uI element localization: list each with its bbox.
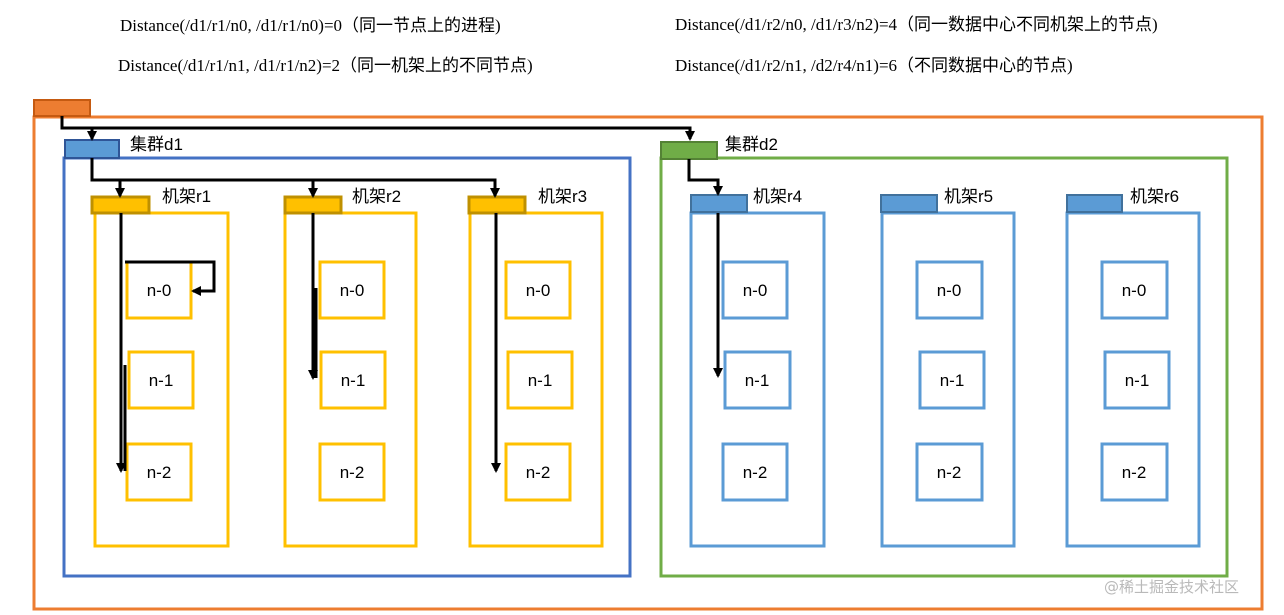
rack-r6-switch — [1066, 194, 1123, 213]
node-label: n-0 — [526, 281, 551, 300]
node-label: n-2 — [147, 463, 172, 482]
node-label: n-1 — [149, 371, 174, 390]
node-label: n-0 — [743, 281, 768, 300]
r1-loop-n0 — [125, 260, 216, 296]
node-label: n-2 — [937, 463, 962, 482]
formula-same-datacenter: Distance(/d1/r2/n0, /d1/r3/n2)=4（同一数据中心不… — [675, 15, 1158, 34]
rack-r4-switch — [690, 194, 748, 213]
rack-r2-switch — [283, 195, 343, 215]
watermark: @稀土掘金技术社区 — [1104, 578, 1239, 596]
cluster-d1-switch — [64, 139, 120, 159]
cluster-d1-boundary — [62, 156, 632, 578]
node-box — [915, 442, 984, 502]
rack-r5-boundary — [880, 211, 1016, 548]
rack-r1: 机架r1 n-0 n-1 n-2 — [90, 187, 230, 548]
node-box — [1103, 350, 1171, 410]
node-box — [504, 260, 572, 320]
rack-r6: 机架r6 n-0 n-1 n-2 — [1065, 187, 1201, 548]
cluster-d2-switch — [660, 141, 718, 160]
root-boundary — [32, 115, 1264, 611]
node-box — [915, 260, 984, 320]
rack-r3-boundary — [468, 211, 604, 548]
rack-r4: 机架r4 n-0 n-1 n-2 — [689, 187, 826, 548]
node-box — [1100, 260, 1169, 320]
node-label: n-2 — [1122, 463, 1147, 482]
node-label: n-1 — [341, 371, 366, 390]
node-box — [721, 442, 789, 502]
cluster-d1-label: 集群d1 — [130, 135, 183, 154]
node-box — [721, 260, 789, 320]
connection-lines — [60, 116, 723, 473]
rack-r5-switch — [880, 194, 938, 213]
root-switch — [33, 99, 91, 117]
node-box — [1100, 442, 1169, 502]
d2-to-r4-link — [687, 159, 723, 196]
node-box — [318, 442, 386, 502]
node-label: n-1 — [745, 371, 770, 390]
rack-r1-switch — [90, 195, 151, 215]
node-label: n-1 — [1125, 371, 1150, 390]
node-label: n-2 — [340, 463, 365, 482]
formula-same-node: Distance(/d1/r1/n0, /d1/r1/n0)=0（同一节点上的进… — [120, 16, 501, 35]
rack-r4-boundary — [689, 211, 826, 548]
node-box — [125, 442, 193, 502]
rack-r3-label: 机架r3 — [538, 187, 587, 206]
d1-to-r3-link — [90, 158, 500, 198]
rack-r1-label: 机架r1 — [162, 187, 211, 206]
node-label: n-1 — [940, 371, 965, 390]
rack-r6-boundary — [1065, 211, 1201, 548]
cluster-d2-boundary — [659, 156, 1229, 578]
node-box — [318, 260, 386, 320]
rack-r5-label: 机架r5 — [944, 187, 993, 206]
cluster-d2-label: 集群d2 — [725, 135, 778, 154]
node-label: n-0 — [1122, 281, 1147, 300]
rack-r2-label: 机架r2 — [352, 187, 401, 206]
node-label: n-0 — [147, 281, 172, 300]
node-box — [319, 350, 387, 410]
formula-different-datacenter: Distance(/d1/r2/n1, /d2/r4/n1)=6（不同数据中心的… — [675, 56, 1073, 75]
node-box — [127, 350, 195, 410]
node-box — [506, 350, 574, 410]
node-box — [918, 350, 986, 410]
rack-r2-boundary — [283, 211, 418, 548]
rack-r2: 机架r2 n-0 n-1 n-2 — [283, 187, 418, 548]
node-label: n-2 — [526, 463, 551, 482]
rack-r3-switch — [467, 195, 527, 215]
node-label: n-0 — [937, 281, 962, 300]
node-label: n-0 — [340, 281, 365, 300]
rack-r4-label: 机架r4 — [753, 187, 802, 206]
node-box — [723, 350, 792, 410]
rack-r1-boundary — [93, 211, 230, 548]
node-label: n-1 — [528, 371, 553, 390]
rack-r6-label: 机架r6 — [1130, 187, 1179, 206]
rack-r3: 机架r3 n-0 n-1 n-2 — [467, 187, 604, 548]
node-label: n-2 — [743, 463, 768, 482]
formula-same-rack: Distance(/d1/r1/n1, /d1/r1/n2)=2（同一机架上的不… — [118, 56, 533, 75]
root-to-clusters-link — [60, 116, 695, 141]
rack-r5: 机架r5 n-0 n-1 n-2 — [880, 187, 1016, 548]
node-box — [504, 442, 572, 502]
